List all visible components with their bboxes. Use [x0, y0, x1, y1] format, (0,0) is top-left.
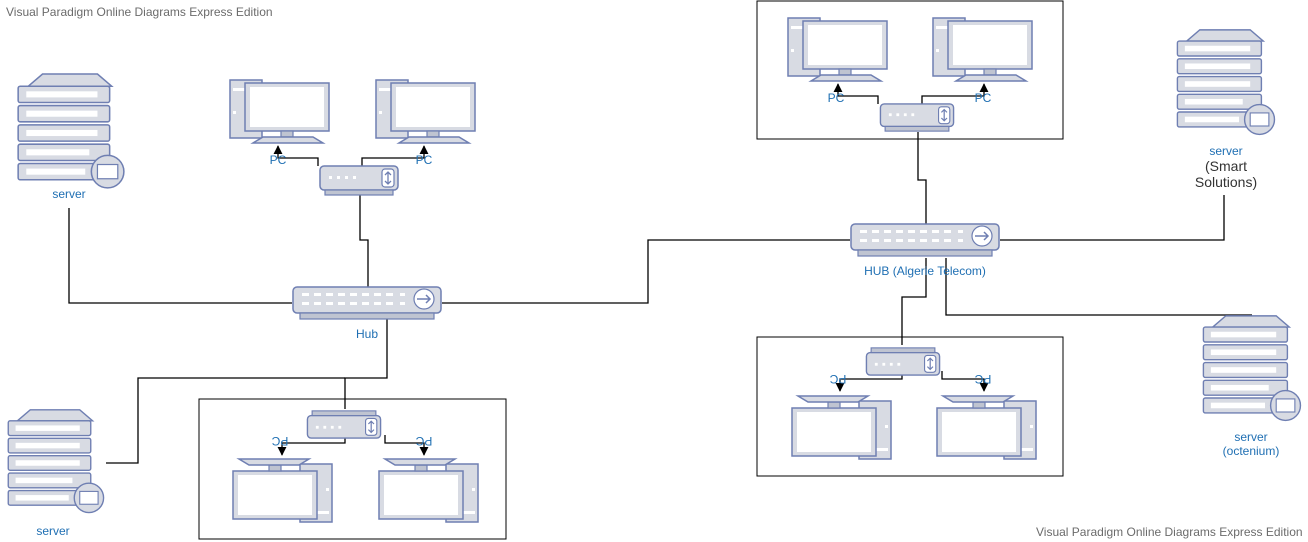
server-label: server — [52, 187, 85, 201]
switch-icon[interactable] — [865, 347, 941, 376]
pc-label: PC — [270, 153, 287, 167]
pc-label: PC — [829, 372, 846, 386]
server-icon[interactable] — [7, 409, 105, 514]
switch-icon[interactable] — [879, 103, 955, 132]
switch-icon[interactable] — [306, 410, 382, 439]
branch-switch-pc-3 — [833, 83, 879, 104]
hub-label: HUB (Algerie Telecom) — [864, 264, 986, 278]
link-hub-switch-bottom-left — [344, 319, 388, 409]
pc-label: PC — [416, 153, 433, 167]
pc-icon[interactable] — [375, 79, 476, 144]
pc-label: PC — [828, 91, 845, 105]
link-hub-server-smart — [1000, 195, 1225, 241]
server-label: server — [36, 524, 69, 538]
link-hub-switch-bottom-right — [901, 258, 927, 345]
switch-icon[interactable] — [319, 165, 399, 196]
branch-switch-pc-7 — [277, 435, 346, 456]
pc-label: PC — [415, 434, 432, 448]
link-hub-server-octenium — [945, 258, 1252, 316]
pc-label: PC — [975, 91, 992, 105]
server-icon[interactable] — [1202, 315, 1302, 422]
server-icon[interactable] — [17, 73, 125, 189]
watermark-top: Visual Paradigm Online Diagrams Express … — [6, 5, 273, 19]
pc-icon[interactable] — [936, 395, 1037, 460]
lan-box-top-right — [756, 0, 1064, 140]
branch-switch-pc-2 — [361, 145, 429, 166]
lan-box-bottom-left — [198, 398, 507, 540]
pc-label: PC — [271, 434, 288, 448]
server-label-detail: Solutions) — [1195, 174, 1257, 190]
branch-switch-pc-1 — [273, 145, 319, 166]
hub-icon[interactable] — [850, 223, 1000, 257]
link-hub-hub-algerie — [442, 239, 850, 304]
branch-switch-pc-4 — [921, 83, 989, 104]
pc-icon[interactable] — [791, 395, 892, 460]
watermark-bottom: Visual Paradigm Online Diagrams Express … — [1036, 525, 1303, 539]
server-label-detail: (octenium) — [1223, 444, 1280, 458]
server-label-detail: (Smart — [1205, 158, 1247, 174]
pc-icon[interactable] — [378, 458, 479, 523]
branch-switch-pc-6 — [941, 371, 989, 392]
lan-box-bottom-right — [756, 336, 1064, 477]
hub-label: Hub — [356, 327, 378, 341]
link-server-bottom-left — [106, 377, 345, 464]
pc-icon[interactable] — [229, 79, 330, 144]
link-switch-top-right-hub — [917, 132, 927, 224]
server-label: server — [1234, 430, 1267, 444]
link-switch-hub — [359, 195, 369, 287]
pc-label: PC — [974, 372, 991, 386]
pc-icon[interactable] — [787, 17, 888, 82]
server-icon[interactable] — [1176, 29, 1276, 136]
pc-icon[interactable] — [232, 458, 333, 523]
hub-icon[interactable] — [292, 286, 442, 320]
pc-icon[interactable] — [932, 17, 1033, 82]
server-label: server — [1209, 144, 1242, 158]
link-server-hub — [68, 208, 292, 304]
branch-switch-pc-8 — [384, 435, 429, 456]
